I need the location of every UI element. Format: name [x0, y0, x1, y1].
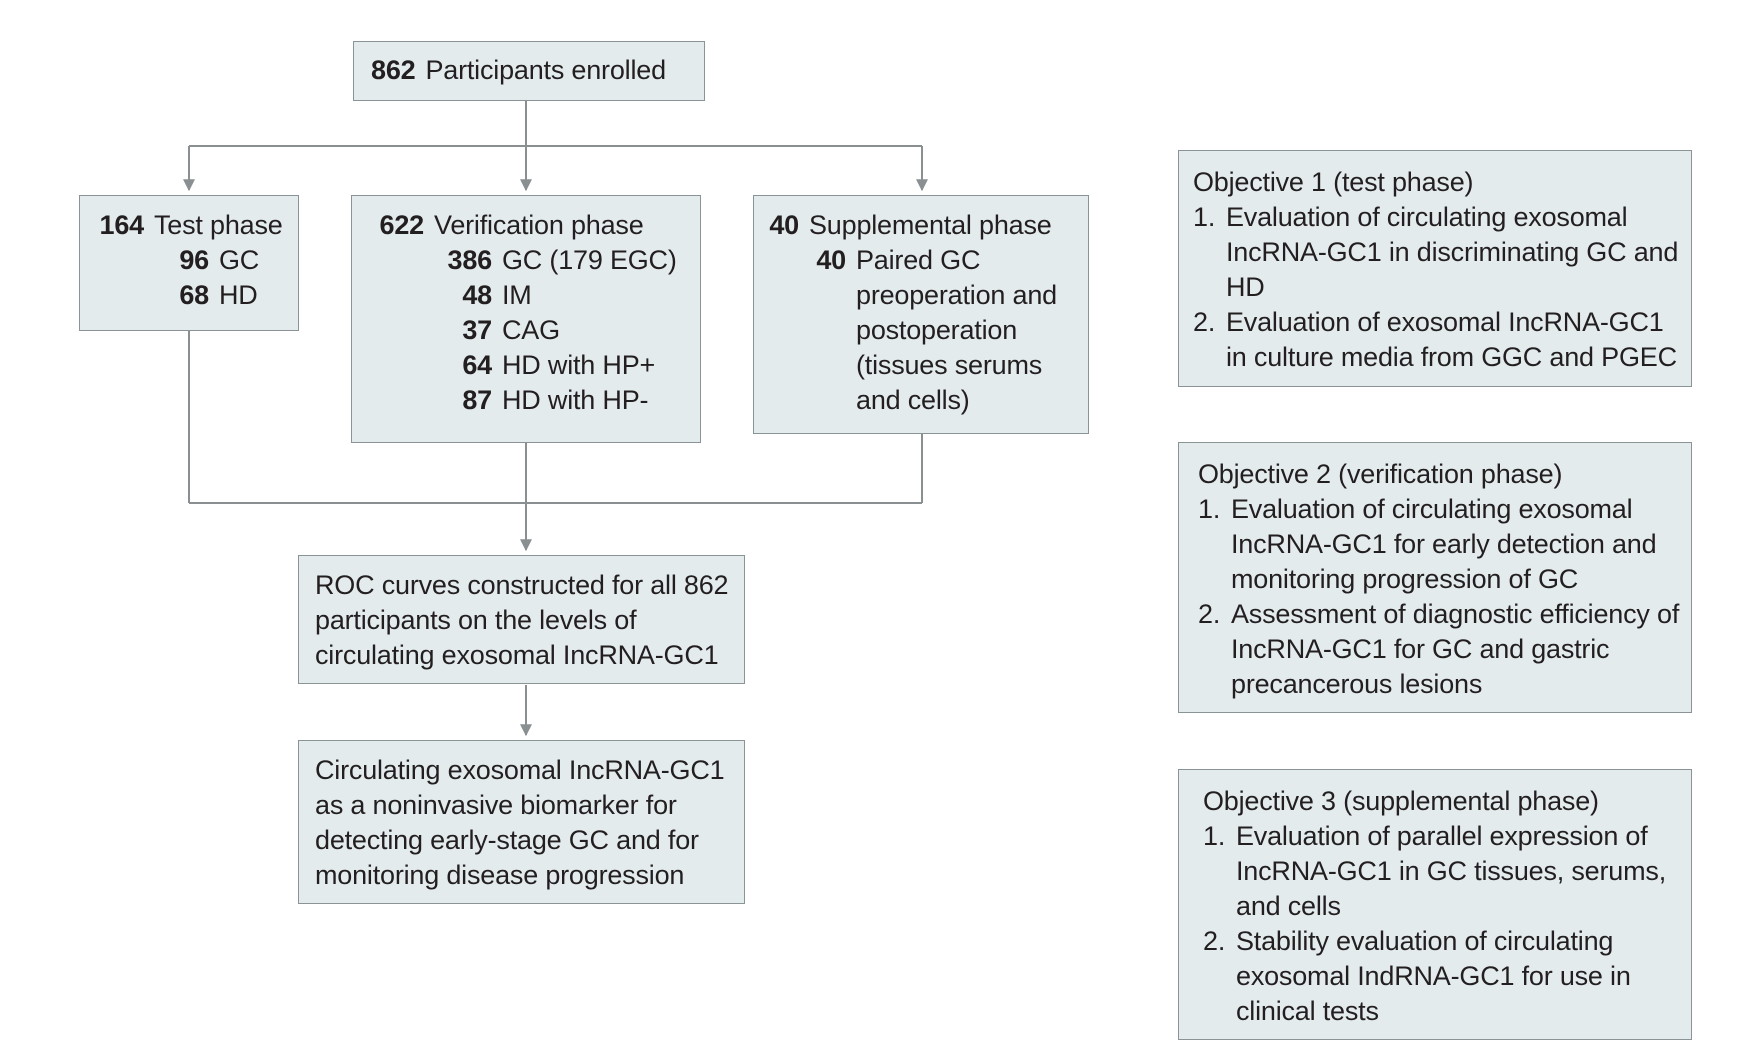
- verification-phase-item: 87 HD with HP-: [374, 383, 700, 418]
- verification-phase-item-label: IM: [502, 280, 532, 310]
- test-phase-box: 164 Test phase 96 GC 68 HD: [79, 195, 299, 331]
- test-phase-item-count: 68: [179, 280, 209, 310]
- objective-item-number: 1.: [1198, 494, 1221, 524]
- test-phase-label: Test phase: [154, 210, 283, 240]
- objective-box: Objective 2 (verification phase) 1. Eval…: [1178, 442, 1692, 713]
- objective-title: Objective 3 (supplemental phase): [1203, 786, 1599, 816]
- objective-box: Objective 3 (supplemental phase) 1. Eval…: [1178, 769, 1692, 1040]
- supplemental-phase-label: Supplemental phase: [809, 210, 1052, 240]
- conclusion-box: Circulating exosomal IncRNA-GC1 as a non…: [298, 740, 745, 904]
- objective-list-item: 2. Evaluation of exosomal IncRNA-GC1 in …: [1193, 305, 1685, 375]
- supplemental-phase-header: 40 Supplemental phase: [769, 208, 1088, 243]
- verification-phase-item-label: HD with HP-: [502, 385, 649, 415]
- test-phase-count: 164: [99, 210, 145, 240]
- test-phase-item-count: 96: [179, 245, 209, 275]
- objective-item-text: Evaluation of parallel expression of Inc…: [1236, 821, 1667, 921]
- objective-item-number: 2.: [1203, 926, 1226, 956]
- test-phase-item: 68 HD: [94, 278, 298, 313]
- verification-phase-item-count: 87: [462, 385, 492, 415]
- conclusion-text: Circulating exosomal IncRNA-GC1 as a non…: [315, 755, 725, 890]
- verification-phase-box: 622 Verification phase 386 GC (179 EGC) …: [351, 195, 701, 443]
- test-phase-item: 96 GC: [94, 243, 298, 278]
- test-phase-item-label: GC: [219, 245, 260, 275]
- objective-item-text: Evaluation of circulating exosomal IncRN…: [1231, 494, 1657, 594]
- supplemental-phase-item-count: 40: [816, 245, 846, 275]
- objective-item-text: Assessment of diagnostic efficiency of I…: [1231, 599, 1680, 699]
- verification-phase-item-label: GC (179 EGC): [502, 245, 677, 275]
- verification-phase-item: 37 CAG: [374, 313, 700, 348]
- objective-item-number: 2.: [1193, 307, 1216, 337]
- test-phase-header: 164 Test phase: [94, 208, 298, 243]
- test-phase-item-label: HD: [219, 280, 258, 310]
- enrolled-box: 862 Participants enrolled: [353, 41, 705, 101]
- supplemental-phase-count: 40: [769, 210, 799, 240]
- objective-item-number: 2.: [1198, 599, 1221, 629]
- verification-phase-item-label: CAG: [502, 315, 560, 345]
- objective-item-number: 1.: [1193, 202, 1216, 232]
- objective-title: Objective 1 (test phase): [1193, 167, 1474, 197]
- roc-curves-box: ROC curves constructed for all 862 parti…: [298, 555, 745, 684]
- verification-phase-label: Verification phase: [434, 210, 644, 240]
- verification-phase-item-count: 386: [447, 245, 493, 275]
- verification-phase-item: 64 HD with HP+: [374, 348, 700, 383]
- objective-list-item: 1. Evaluation of circulating exosomal In…: [1198, 492, 1685, 597]
- verification-phase-item-count: 48: [462, 280, 492, 310]
- verification-phase-header: 622 Verification phase: [374, 208, 700, 243]
- supplemental-phase-item: 40 Paired GC preoperation and postoperat…: [769, 243, 1088, 418]
- supplemental-phase-item-label: Paired GC preoperation and postoperation…: [856, 245, 1057, 415]
- verification-phase-item: 386 GC (179 EGC): [374, 243, 700, 278]
- verification-phase-item-count: 37: [462, 315, 492, 345]
- objective-list: 1. Evaluation of parallel expression of …: [1203, 819, 1681, 1029]
- supplemental-phase-box: 40 Supplemental phase 40 Paired GC preop…: [753, 195, 1089, 434]
- objective-item-number: 1.: [1203, 821, 1226, 851]
- roc-curves-text: ROC curves constructed for all 862 parti…: [315, 570, 729, 670]
- objective-list: 1. Evaluation of circulating exosomal In…: [1193, 200, 1685, 375]
- objective-list-item: 2. Stability evaluation of circulating e…: [1203, 924, 1681, 1029]
- objective-list: 1. Evaluation of circulating exosomal In…: [1198, 492, 1685, 702]
- objective-list-item: 1. Evaluation of parallel expression of …: [1203, 819, 1681, 924]
- objective-box: Objective 1 (test phase) 1. Evaluation o…: [1178, 150, 1692, 387]
- verification-phase-item: 48 IM: [374, 278, 700, 313]
- objective-title: Objective 2 (verification phase): [1198, 459, 1563, 489]
- objective-item-text: Evaluation of exosomal IncRNA-GC1 in cul…: [1226, 307, 1677, 372]
- verification-phase-item-count: 64: [462, 350, 492, 380]
- objective-list-item: 1. Evaluation of circulating exosomal In…: [1193, 200, 1685, 305]
- enrolled-label: Participants enrolled: [425, 55, 666, 85]
- verification-phase-count: 622: [379, 210, 425, 240]
- verification-phase-item-label: HD with HP+: [502, 350, 656, 380]
- objective-item-text: Evaluation of circulating exosomal IncRN…: [1226, 202, 1679, 302]
- objective-item-text: Stability evaluation of circulating exos…: [1236, 926, 1631, 1026]
- objective-list-item: 2. Assessment of diagnostic efficiency o…: [1198, 597, 1685, 702]
- enrolled-count: 862: [371, 55, 416, 85]
